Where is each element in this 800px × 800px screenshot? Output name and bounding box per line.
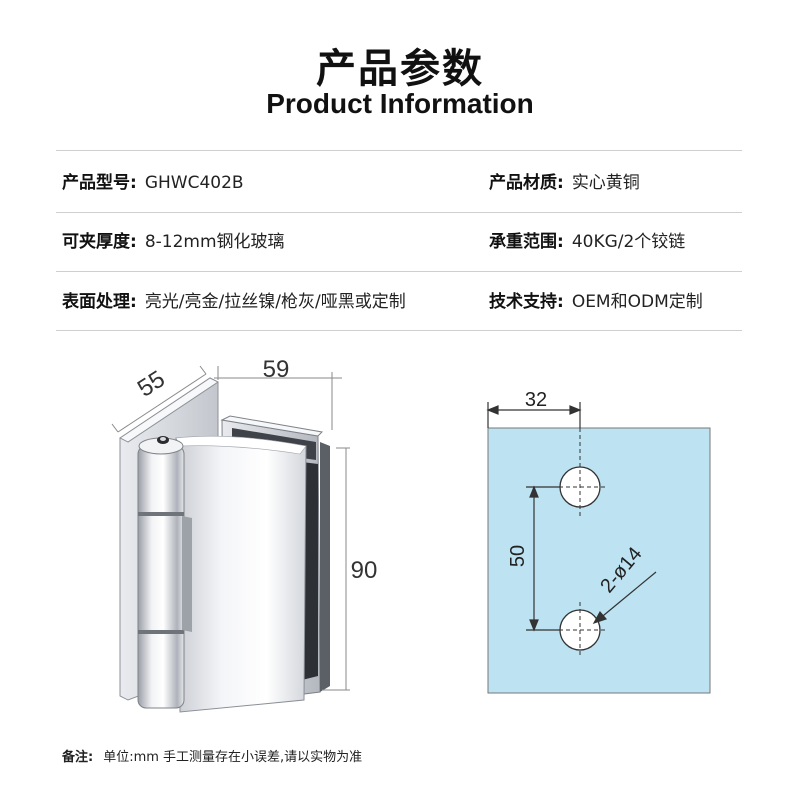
spec-label: 产品型号: (62, 173, 137, 193)
spec-value: OEM和ODM定制 (571, 292, 703, 312)
spec-row: 产品型号: GHWC402B 产品材质: 实心黄铜 (62, 168, 742, 198)
spec-divider (56, 271, 742, 272)
spec-value: 40KG/2个铰链 (571, 232, 686, 252)
spec-model: 产品型号: GHWC402B (62, 168, 244, 198)
hinge-height-label: 90 (351, 557, 378, 584)
glass-panel (487, 427, 711, 694)
spec-row: 表面处理: 亮光/亮金/拉丝镍/枪灰/哑黑或定制 技术支持: OEM和ODM定制 (62, 287, 742, 317)
spec-label: 表面处理: (62, 292, 137, 312)
spec-thickness: 可夹厚度: 8-12mm钢化玻璃 (62, 227, 285, 257)
page-title-cn: 产品参数 (316, 46, 484, 92)
hinge-width-label: 59 (263, 356, 290, 383)
spec-value: GHWC402B (144, 173, 244, 193)
spec-material: 产品材质: 实心黄铜 (489, 168, 640, 198)
spec-divider (56, 150, 742, 151)
spec-label: 可夹厚度: (62, 232, 137, 252)
footnote: 备注: 单位:mm 手工测量存在小误差,请以实物为准 (62, 746, 362, 765)
product-drawing: 55 59 90 (111, 356, 711, 713)
spec-support: 技术支持: OEM和ODM定制 (489, 287, 703, 317)
hole-spacing-label: 50 (507, 545, 529, 567)
spec-label: 承重范围: (489, 232, 564, 252)
spec-value: 8-12mm钢化玻璃 (144, 232, 285, 252)
spec-row: 可夹厚度: 8-12mm钢化玻璃 承重范围: 40KG/2个铰链 (62, 227, 742, 257)
hinge-depth-label: 55 (133, 366, 170, 403)
page-title-en: Product Information (266, 88, 534, 119)
spec-label: 技术支持: (489, 292, 564, 312)
spec-load: 承重范围: 40KG/2个铰链 (489, 227, 685, 257)
hinge-image (119, 377, 330, 713)
glass-hole-diagram (486, 402, 711, 694)
spec-divider (56, 330, 742, 331)
spec-finish: 表面处理: 亮光/亮金/拉丝镍/枪灰/哑黑或定制 (62, 287, 406, 317)
hinge-dimension-lines (111, 365, 350, 691)
footnote-label: 备注: (62, 750, 94, 765)
hole-edge-distance-label: 32 (525, 389, 547, 411)
spec-label: 产品材质: (489, 173, 564, 193)
spec-divider (56, 212, 742, 213)
footnote-text: 单位:mm 手工测量存在小误差,请以实物为准 (103, 750, 363, 765)
spec-value: 实心黄铜 (571, 173, 640, 193)
spec-value: 亮光/亮金/拉丝镍/枪灰/哑黑或定制 (144, 292, 406, 312)
